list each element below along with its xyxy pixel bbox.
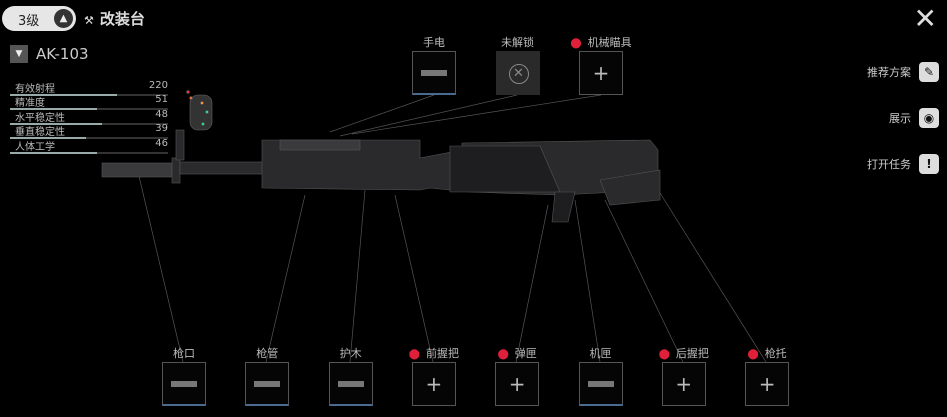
alert-pin-icon: ⬤: [408, 349, 420, 360]
stat-bar: [10, 108, 168, 111]
stat-row: 水平稳定性 48: [10, 108, 168, 125]
plus-icon: +: [758, 372, 776, 396]
side-button-plan[interactable]: 推荐方案 ✎: [867, 62, 939, 82]
plus-icon: +: [425, 372, 443, 396]
attachment-slot[interactable]: +: [411, 362, 456, 406]
slot-label: ⬤枪托: [747, 347, 787, 360]
slot-label: 枪口: [173, 347, 195, 360]
level-badge[interactable]: 3级 ▲: [2, 6, 76, 31]
alert-pin-icon: ⬤: [658, 349, 670, 360]
stat-value: 51: [155, 94, 168, 106]
slot-label: ⬤弹匣: [497, 347, 537, 360]
locked-icon: ✕: [508, 64, 529, 84]
side-button-label: 推荐方案: [867, 66, 911, 79]
plus-icon: +: [675, 372, 693, 396]
attachment-slot[interactable]: [412, 51, 456, 95]
workbench-icon: ⚒: [84, 14, 94, 27]
attachment-slot[interactable]: [245, 362, 290, 406]
slot-label: 枪管: [256, 347, 279, 360]
stat-value: 48: [155, 108, 168, 120]
plus-icon: +: [508, 372, 526, 396]
stat-row: 精准度 51: [10, 94, 168, 111]
stat-label: 有效射程: [15, 84, 55, 95]
page-title: ⚒改装台: [84, 10, 145, 28]
stat-label: 人体工学: [15, 141, 55, 153]
alert-pin-icon: ⬤: [497, 349, 509, 360]
slot-label: ⬤后握把: [658, 347, 709, 360]
stat-bar: [10, 122, 168, 125]
weapon-selector[interactable]: ▼ AK-103: [10, 45, 89, 63]
attachment-image: [337, 381, 364, 387]
plan-icon: ✎: [919, 62, 939, 82]
plus-icon: +: [592, 61, 610, 85]
attachment-slot[interactable]: +: [661, 362, 706, 406]
attachment-image: [421, 70, 447, 76]
stat-row: 垂直稳定性 39: [10, 123, 168, 140]
stat-row: 有效射程 220: [10, 80, 168, 96]
chevron-down-icon[interactable]: ▼: [10, 45, 28, 63]
slot-label: 护木: [339, 347, 362, 360]
attachment-slot[interactable]: [162, 362, 206, 406]
stat-bar: [10, 137, 168, 140]
level-text: 3级: [18, 14, 40, 29]
attachment-slot[interactable]: +: [579, 51, 623, 95]
eye-icon: ◉: [919, 108, 939, 128]
side-button-label: 展示: [889, 112, 911, 125]
alert-pin-icon: ⬤: [747, 349, 759, 360]
slot-label: ⬤机械瞄具: [570, 36, 632, 49]
stat-bar: [10, 151, 168, 154]
stat-value: 39: [155, 123, 168, 135]
task-icon: !: [919, 154, 939, 174]
slot-label: 未解锁: [501, 36, 534, 49]
close-icon[interactable]: ✕: [913, 2, 937, 35]
side-button-label: 打开任务: [867, 158, 911, 171]
side-button-eye[interactable]: 展示 ◉: [889, 108, 939, 128]
attachment-image: [171, 381, 197, 387]
attachment-image: [587, 381, 614, 387]
attachment-slot[interactable]: [578, 362, 623, 406]
alert-pin-icon: ⬤: [570, 38, 582, 49]
attachment-image: [254, 381, 281, 387]
stat-value: 220: [148, 80, 168, 91]
stat-label: 垂直稳定性: [15, 127, 65, 139]
leader-lines: [137, 94, 767, 363]
arrow-up-icon[interactable]: ▲: [54, 9, 73, 28]
slot-label: 手电: [423, 36, 445, 49]
stat-bar: [10, 94, 168, 96]
attachment-slot[interactable]: [328, 362, 373, 406]
stat-label: 水平稳定性: [15, 112, 65, 124]
slot-label: 机匣: [589, 347, 612, 360]
stat-row: 人体工学 46: [10, 137, 168, 154]
stat-label: 精准度: [15, 98, 45, 110]
attachment-slot[interactable]: +: [495, 362, 540, 406]
side-button-task[interactable]: 打开任务!: [867, 154, 939, 174]
attachment-slot: ✕: [495, 51, 540, 95]
stat-value: 46: [155, 137, 168, 149]
rifle-silhouette: [101, 90, 661, 223]
attachment-slot[interactable]: +: [745, 362, 790, 406]
weapon-name: AK-103: [36, 45, 89, 63]
slot-label: ⬤前握把: [408, 347, 459, 360]
